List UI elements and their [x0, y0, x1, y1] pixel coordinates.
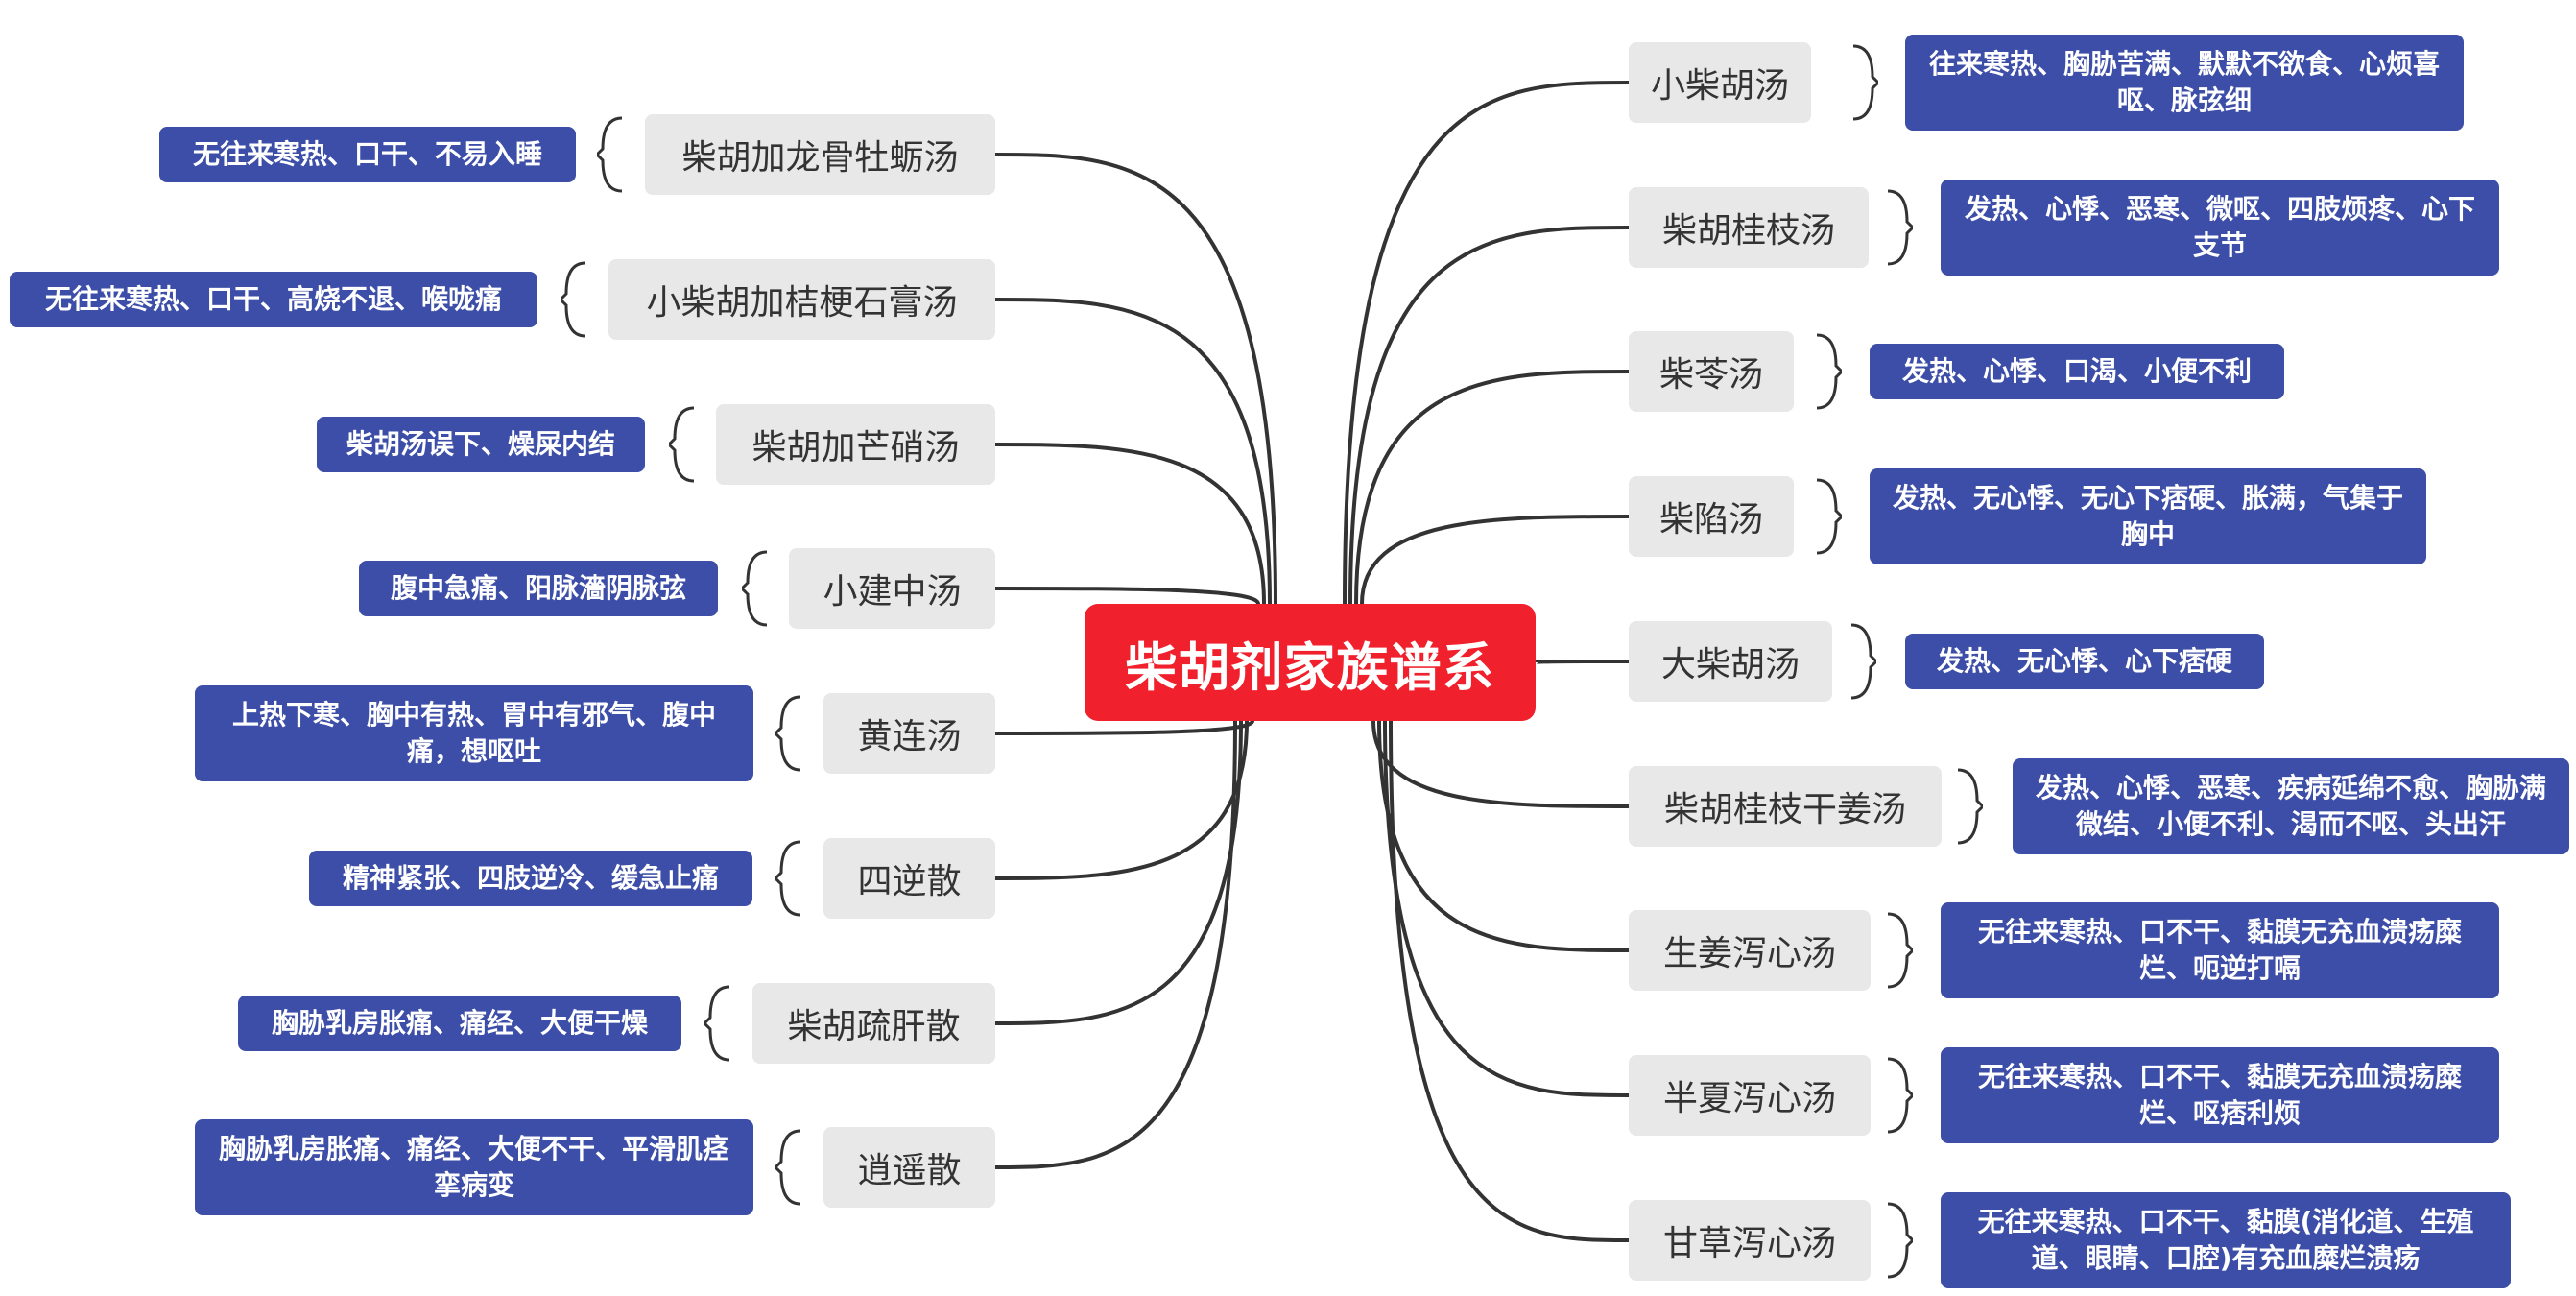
- connector-left-2: [994, 443, 1266, 605]
- bracket-right-2: [1816, 333, 1842, 410]
- branch-left-7[interactable]: 逍遥散: [823, 1127, 995, 1208]
- connector-left-5: [994, 720, 1249, 880]
- leaf-right-1: 发热、心悸、恶寒、微呕、四肢烦疼、心下支节: [1941, 180, 2499, 276]
- bracket-right-0: [1852, 44, 1878, 121]
- branch-left-2[interactable]: 柴胡加芒硝汤: [716, 404, 995, 485]
- leaf-left-5: 精神紧张、四肢逆冷、缓急止痛: [309, 851, 752, 906]
- branch-left-0[interactable]: 柴胡加龙骨牡蛎汤: [645, 114, 995, 195]
- bracket-left-0: [597, 116, 623, 193]
- connector-right-6: [1377, 720, 1630, 952]
- connector-left-1: [994, 298, 1272, 605]
- connector-right-1: [1348, 226, 1630, 605]
- connector-right-2: [1354, 370, 1630, 605]
- leaf-left-2: 柴胡汤误下、燥屎内结: [317, 417, 645, 472]
- branch-right-0[interactable]: 小柴胡汤: [1629, 42, 1811, 123]
- connector-left-3: [994, 587, 1260, 605]
- branch-right-3[interactable]: 柴陷汤: [1629, 476, 1794, 557]
- bracket-right-5: [1957, 768, 1983, 845]
- root-node[interactable]: 柴胡剂家族谱系: [1085, 604, 1536, 721]
- branch-right-2[interactable]: 柴苓汤: [1629, 331, 1794, 412]
- branch-left-3[interactable]: 小建中汤: [789, 548, 995, 629]
- bracket-left-3: [742, 550, 768, 627]
- leaf-left-4: 上热下寒、胸中有热、胃中有邪气、腹中痛，想呕吐: [195, 685, 753, 781]
- leaf-right-0: 往来寒热、胸胁苦满、默默不欲食、心烦喜呕、脉弦细: [1905, 35, 2464, 131]
- bracket-right-8: [1887, 1202, 1913, 1279]
- leaf-right-6: 无往来寒热、口不干、黏膜无充血溃疡糜烂、呃逆打嗝: [1941, 902, 2499, 998]
- bracket-left-6: [704, 985, 730, 1062]
- connector-right-0: [1343, 81, 1630, 605]
- connector-left-7: [994, 720, 1237, 1169]
- leaf-right-3: 发热、无心悸、无心下痞硬、胀满，气集于胸中: [1870, 468, 2426, 564]
- leaf-left-3: 腹中急痛、阳脉濇阴脉弦: [359, 561, 718, 616]
- branch-right-6[interactable]: 生姜泻心汤: [1629, 910, 1871, 991]
- branch-left-1[interactable]: 小柴胡加桔梗石膏汤: [608, 259, 995, 340]
- bracket-right-3: [1816, 478, 1842, 555]
- bracket-right-1: [1887, 189, 1913, 266]
- connector-left-6: [994, 720, 1243, 1025]
- leaf-left-1: 无往来寒热、口干、高烧不退、喉咙痛: [10, 272, 537, 327]
- connector-right-7: [1383, 720, 1630, 1097]
- bracket-left-7: [775, 1129, 801, 1206]
- bracket-right-4: [1850, 623, 1876, 700]
- leaf-right-8: 无往来寒热、口不干、黏膜(消化道、生殖道、眼睛、口腔)有充血糜烂溃疡: [1941, 1192, 2511, 1288]
- leaf-right-2: 发热、心悸、口渴、小便不利: [1870, 344, 2284, 399]
- branch-right-7[interactable]: 半夏泻心汤: [1629, 1055, 1871, 1136]
- leaf-left-6: 胸胁乳房胀痛、痛经、大便干燥: [238, 996, 681, 1051]
- bracket-left-2: [669, 406, 695, 483]
- connector-left-4: [994, 719, 1254, 735]
- branch-right-8[interactable]: 甘草泻心汤: [1629, 1200, 1871, 1281]
- leaf-left-7: 胸胁乳房胀痛、痛经、大便不干、平滑肌痉挛病变: [195, 1119, 753, 1215]
- branch-right-5[interactable]: 柴胡桂枝干姜汤: [1629, 766, 1942, 847]
- bracket-left-4: [775, 695, 801, 772]
- connector-right-3: [1360, 515, 1630, 605]
- leaf-right-5: 发热、心悸、恶寒、疾病延绵不愈、胸胁满微结、小便不利、渴而不呕、头出汗: [2013, 758, 2569, 854]
- bracket-right-7: [1887, 1057, 1913, 1134]
- branch-right-1[interactable]: 柴胡桂枝汤: [1629, 187, 1869, 268]
- leaf-left-0: 无往来寒热、口干、不易入睡: [159, 127, 576, 182]
- connector-right-8: [1389, 720, 1630, 1242]
- bracket-left-1: [561, 261, 586, 338]
- connector-left-0: [994, 153, 1277, 605]
- leaf-right-7: 无往来寒热、口不干、黏膜无充血溃疡糜烂、呕痞利烦: [1941, 1047, 2499, 1143]
- branch-left-5[interactable]: 四逆散: [823, 838, 995, 919]
- branch-right-4[interactable]: 大柴胡汤: [1629, 621, 1832, 702]
- connector-right-4: [1534, 660, 1630, 664]
- connector-right-5: [1371, 720, 1630, 808]
- branch-left-4[interactable]: 黄连汤: [823, 693, 995, 774]
- bracket-left-5: [775, 840, 801, 917]
- leaf-right-4: 发热、无心悸、心下痞硬: [1905, 634, 2264, 689]
- bracket-right-6: [1887, 912, 1913, 989]
- branch-left-6[interactable]: 柴胡疏肝散: [752, 983, 995, 1064]
